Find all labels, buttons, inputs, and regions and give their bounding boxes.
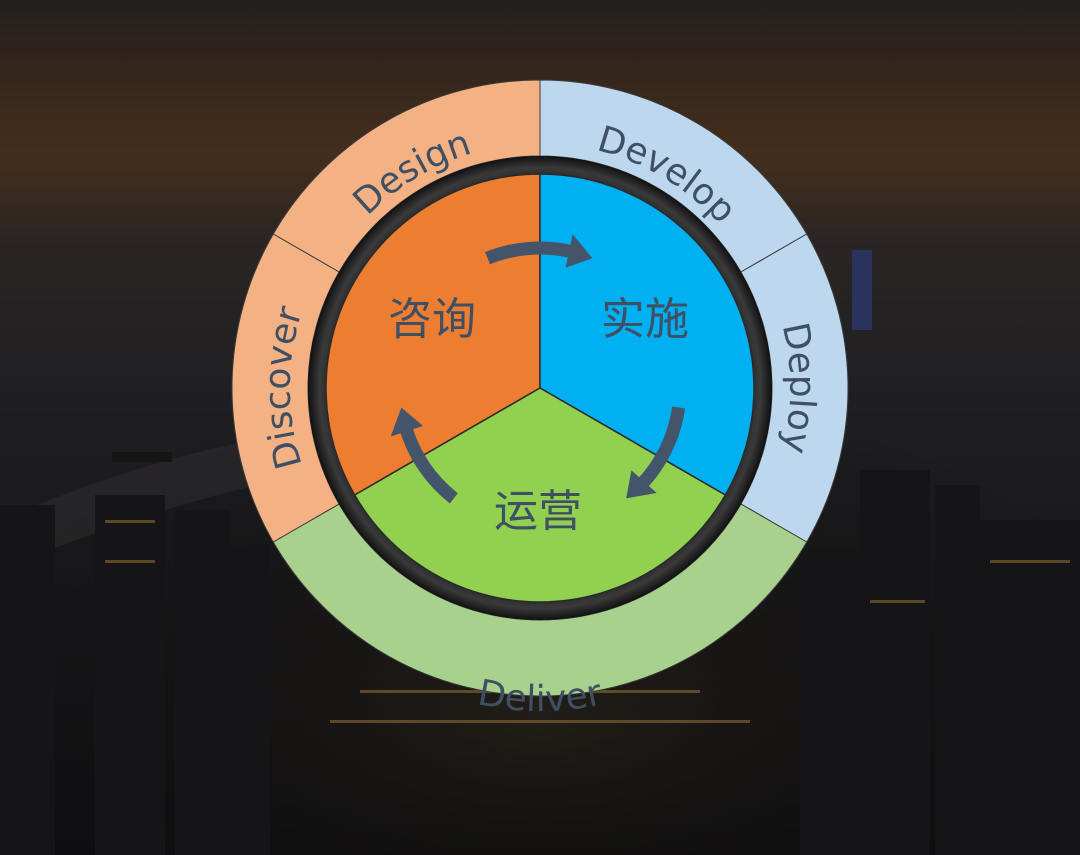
- blue-tower-light: [852, 250, 872, 330]
- cycle-arrow-top: [485, 234, 593, 268]
- inner-label-implement: 实施: [601, 294, 689, 345]
- inner-label-consult: 咨询: [388, 294, 476, 345]
- inner-segments: [325, 173, 755, 603]
- buildings-right: [800, 470, 1080, 855]
- inner-segment-operate: [353, 387, 727, 603]
- cycle-arrow-left: [390, 407, 458, 504]
- cycle-arrows: [390, 234, 686, 504]
- cycle-arrow-right: [626, 406, 686, 499]
- outer-segment-deliver: [272, 503, 808, 697]
- svg-text:Deliver: Deliver: [475, 672, 606, 720]
- inner-label-operate: 运营: [494, 486, 582, 537]
- outer-label-deliver: Deliver: [475, 672, 606, 720]
- inner-segment-implement: [539, 173, 755, 497]
- buildings-left: [0, 495, 270, 855]
- outer-ring: [231, 79, 849, 697]
- boat: [112, 452, 172, 462]
